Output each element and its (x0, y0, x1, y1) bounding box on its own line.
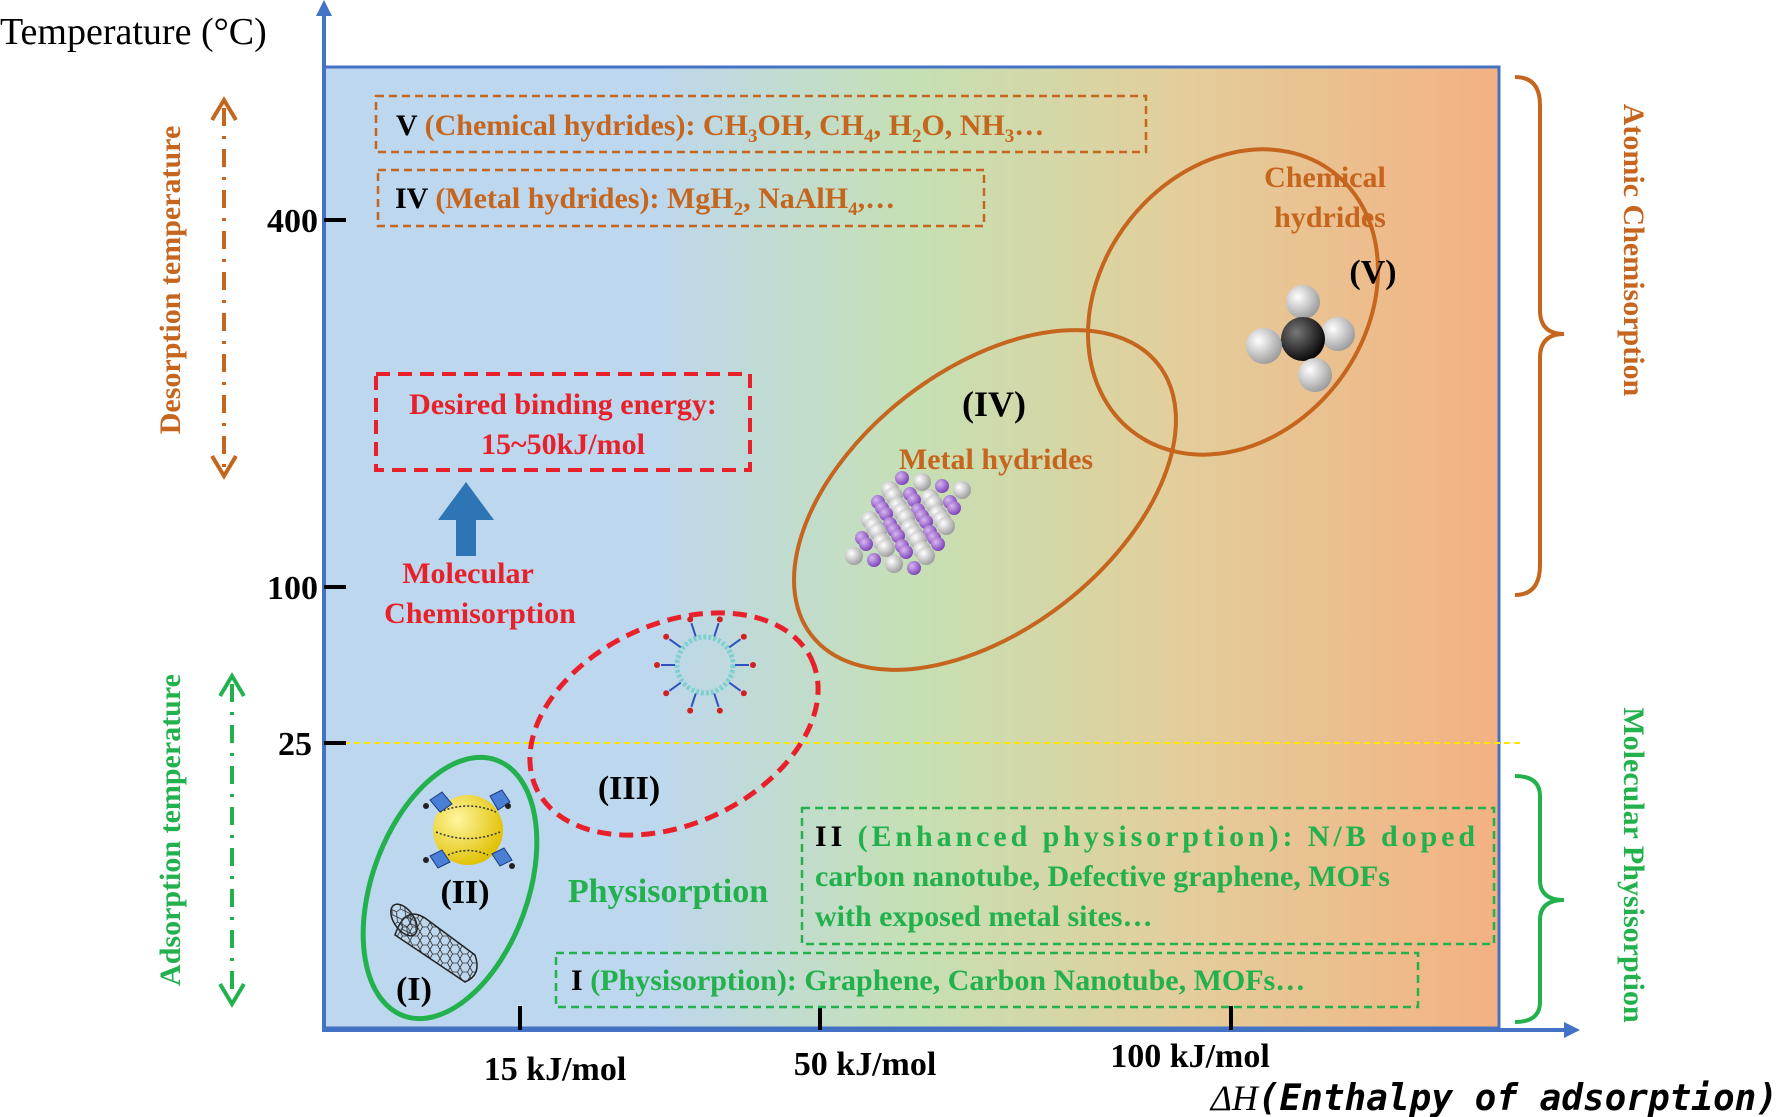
desired-binding-energy-line2: 15~50kJ/mol (481, 428, 645, 461)
cluster-atom (867, 553, 881, 567)
cluster-atom (953, 481, 971, 499)
chemical-hydrides-box-text: V (Chemical hydrides): CH3OH, CH4, H2O, … (396, 109, 1044, 147)
y-tick-400: 400 (267, 203, 318, 240)
ring-core (674, 634, 736, 696)
atomic-chemisorption-brace (1514, 75, 1565, 597)
cluster-atom (907, 561, 921, 575)
cluster-atom (917, 547, 935, 565)
region-v-label: (V) (1349, 254, 1396, 291)
cluster-atom (845, 547, 863, 565)
x-tick-50: 50 kJ/mol (794, 1046, 937, 1083)
ring-atom (654, 662, 660, 668)
metal-hydrides-box-text: IV (Metal hydrides): MgH2, NaAlH4,… (395, 182, 895, 220)
ring-spoke (728, 681, 742, 692)
chemical-hydrides-ellipse (1086, 147, 1380, 457)
cluster-atom (913, 473, 931, 491)
metal-hydrides-box (376, 168, 986, 228)
ring-atom (687, 707, 694, 714)
ring-spoke (690, 693, 697, 708)
cluster-atom (935, 479, 949, 493)
chemical-hydrides-box (374, 94, 1148, 154)
carbon-nanotube-icon (390, 903, 478, 983)
molecular-physisorption-brace (1514, 774, 1565, 1024)
ring-atom (716, 616, 723, 623)
desired-binding-energy-line1: Desired binding energy: (409, 388, 717, 421)
ring-atom (716, 707, 723, 714)
ring-atom (750, 662, 756, 668)
region-iv-label: (IV) (962, 384, 1026, 424)
cluster-atom (877, 539, 895, 557)
x-tick-15: 15 kJ/mol (484, 1051, 627, 1088)
cluster-atom (885, 555, 903, 573)
y-tick-25: 25 (278, 726, 312, 763)
enhanced-physisorption-line1: II (Enhanced physisorption): N/B doped (815, 820, 1475, 853)
enhanced-physisorption-box (800, 806, 1496, 946)
ring-spoke (668, 681, 682, 692)
ring-atom (740, 633, 747, 640)
ring-spoke (713, 693, 720, 708)
region-iii-label: (III) (598, 770, 660, 807)
atomic-chemisorption-label: Atomic Chemisorption (1617, 104, 1650, 397)
physisorption-ellipse (360, 754, 540, 1022)
cluster-atom (859, 537, 873, 551)
ring-spoke (668, 638, 682, 649)
desired-binding-energy-box (374, 372, 752, 472)
region-ii-label: (II) (440, 874, 489, 911)
ring-spoke (728, 638, 742, 649)
y-axis (316, 0, 332, 1030)
x-tick-marks (518, 1006, 1233, 1030)
enhanced-physisorption-line2: carbon nanotube, Defective graphene, MOF… (815, 860, 1390, 893)
x-axis-title: ΔH(Enthalpy of adsorption) (1209, 1078, 1778, 1117)
cluster-atom (937, 517, 955, 535)
mof-cage-icon (423, 789, 515, 869)
cluster-atom (931, 537, 945, 551)
ring-spoke (690, 622, 697, 637)
molecular-chemisorption-line2: Chemisorption (384, 597, 576, 630)
ring-spoke (713, 622, 720, 637)
region-i-label: (I) (396, 971, 432, 1008)
x-tick-100: 100 kJ/mol (1110, 1038, 1270, 1075)
chemical-hydrides-label-2: hydrides (1274, 201, 1386, 234)
metal-hydrides-ellipse (792, 328, 1178, 672)
ring-atom (740, 690, 747, 697)
x-axis (322, 1022, 1580, 1038)
cluster-atom (947, 501, 961, 515)
desorption-arrow (210, 96, 238, 480)
y-tick-marks (324, 218, 346, 745)
y-tick-100: 100 (267, 570, 318, 607)
metal-hydrides-label: Metal hydrides (899, 443, 1093, 476)
molecular-chemisorption-ellipse (527, 610, 821, 838)
cluster-atom (899, 545, 913, 559)
ring-atom (663, 633, 670, 640)
chemical-hydrides-label-1: Chemical (1264, 161, 1386, 194)
molecular-physisorption-label: Molecular Physisorption (1617, 707, 1650, 1023)
physisorption-box (554, 951, 1420, 1009)
mof-ring-icon (654, 616, 756, 714)
physisorption-box-text: I (Physisorption): Graphene, Carbon Nano… (571, 964, 1305, 997)
desorption-label: Desorption temperature (154, 126, 187, 435)
molecular-chemisorption-line1: Molecular (402, 557, 534, 590)
y-axis-title: Temperature (°C) (0, 11, 267, 53)
up-arrow-icon (438, 482, 494, 556)
metal-hydride-cluster-icon (845, 471, 971, 575)
adsorption-label: Adsorption temperature (154, 674, 187, 986)
enhanced-physisorption-line3: with exposed metal sites… (815, 900, 1152, 933)
adsorption-arrow (218, 672, 246, 1008)
methane-molecule-icon (1246, 285, 1355, 392)
ring-atom (687, 616, 694, 623)
ring-atom (663, 690, 670, 697)
physisorption-label: Physisorption (568, 873, 768, 910)
cluster-atom (895, 471, 909, 485)
